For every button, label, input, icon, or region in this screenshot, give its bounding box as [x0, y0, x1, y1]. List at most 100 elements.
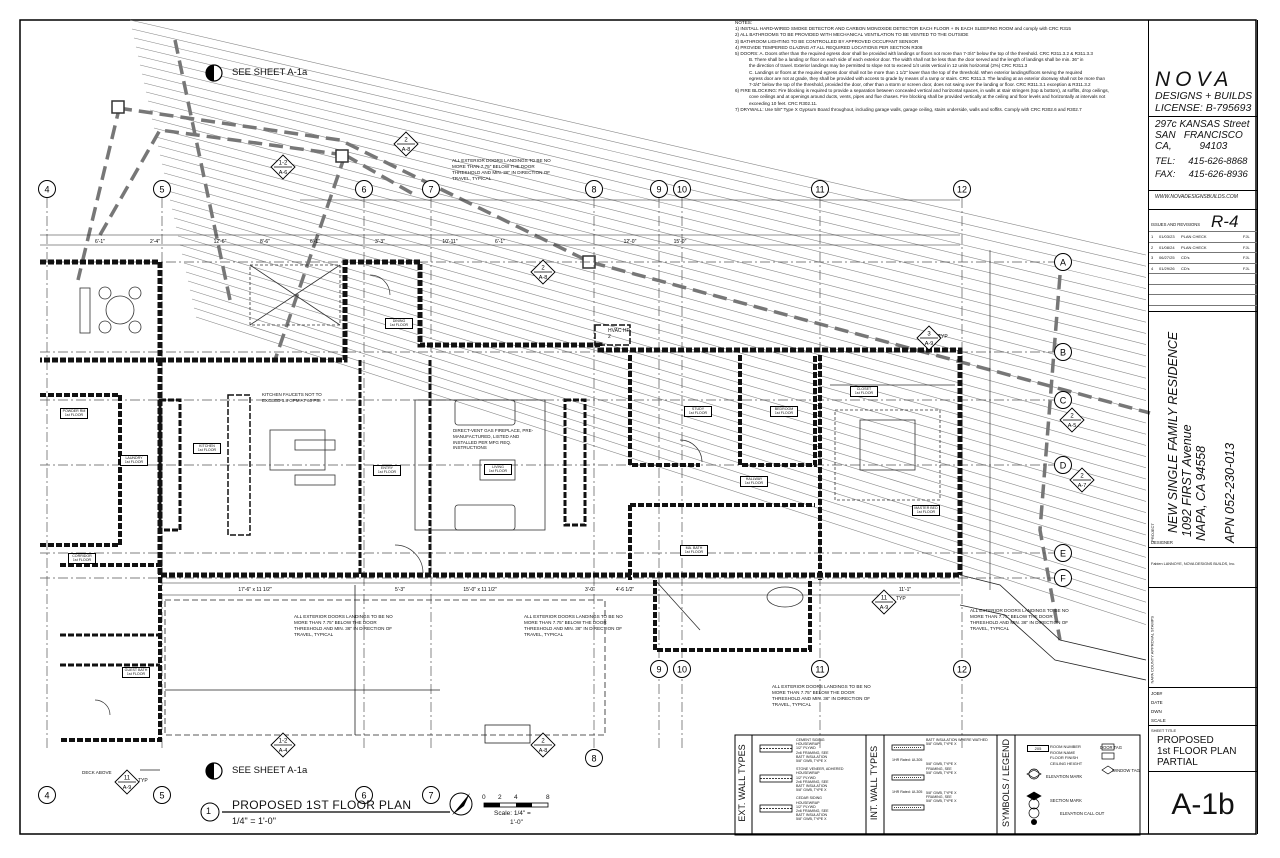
section-marker[interactable]: 2A-8: [393, 131, 419, 157]
landing-note-3: ALL EXTERIOR DOORS LANDINGS TO BE NO MOR…: [524, 614, 623, 637]
sheet-title-line-1: PROPOSED: [1157, 735, 1214, 746]
room-name: CLOSET: [856, 387, 872, 391]
section-marker-sheet: A-9: [925, 341, 934, 347]
section-marker[interactable]: 1-2A-6: [270, 154, 296, 180]
dimension-lines: [40, 199, 991, 596]
hvac-label: HVAC HP 2: [608, 328, 630, 340]
job-label: JOB#: [1151, 691, 1163, 696]
dimension-label: 6'-1": [495, 239, 505, 245]
section-marker[interactable]: 11A-9: [871, 589, 897, 615]
building-walls: [40, 259, 963, 742]
section-marker[interactable]: 2A-8: [530, 732, 556, 758]
revision-description: PLAN CHECK: [1181, 234, 1207, 239]
revision-row: [1149, 283, 1257, 295]
faucet-note: KITCHEN FAUCETS NOT TO EXCEED 1.8 GPM AT…: [262, 392, 322, 403]
sheet-title-label: SHEET TITLE: [1151, 728, 1177, 733]
see-sheet-top-label[interactable]: SEE SHEET A-1a: [232, 67, 308, 78]
grid-bubble-top-6: 6: [355, 180, 373, 198]
section-marker[interactable]: 3A-9: [916, 325, 942, 351]
designer-block: DESIGNER Fabien LANNOYE, NOVA DESIGNS BU…: [1149, 540, 1257, 588]
note-line: exceeding 10 feet. CRC R302.11.: [749, 100, 818, 106]
note-line: 7-3/4" below the top of the threshold, p…: [749, 82, 1091, 88]
see-sheet-bottom-label[interactable]: SEE SHEET A-1a: [232, 765, 308, 776]
landing-note-4: ALL EXTERIOR DOORS LANDINGS TO BE NO MOR…: [772, 684, 871, 707]
note-line: the direction of travel. Exterior landin…: [749, 63, 1028, 69]
company-website[interactable]: WWW.NOVADESIGNSBUILDS.COM: [1155, 194, 1238, 200]
revision-date: 01/29/26: [1159, 265, 1175, 271]
grid-bubble-label: 12: [957, 185, 967, 195]
grid-bubble-bottom-7: 7: [422, 786, 440, 804]
dimension-label: 5'-3": [395, 587, 405, 593]
landing-note-1: ALL EXTERIOR DOORS LANDINGS TO BE NO MOR…: [452, 158, 551, 181]
sheet-border: [19, 19, 1257, 835]
legend-window-tag: WINDOW TAG: [1112, 768, 1140, 773]
grid-bubble-label: 9: [656, 185, 661, 195]
legend-room-line: CEILING HEIGHT: [1050, 760, 1083, 766]
section-marker-number: 2: [541, 266, 545, 272]
grid-bubble-label: 11: [815, 665, 824, 675]
legend-frames: [734, 734, 1141, 836]
grid-bubble-bottom-4: 4: [38, 786, 56, 804]
revision-by: FJL: [1243, 234, 1250, 239]
address-line-1: 297c KANSAS Street: [1155, 119, 1250, 130]
note-line: C. Landings or floors at the required eg…: [749, 69, 1083, 75]
designer-name: Fabien LANNOYE, NOVA DESIGNS BUILDS, Inc…: [1151, 562, 1236, 566]
designer-label: DESIGNER: [1151, 540, 1173, 545]
revision-date: 01/03/23: [1159, 234, 1175, 239]
room-name: ENTRY: [380, 466, 394, 470]
grid-bubble-label: D: [1060, 461, 1067, 471]
job-info-block: JOB# DATE DWN SCALE: [1149, 688, 1257, 726]
grid-bubble-right-D: D: [1054, 456, 1072, 474]
section-markers: 2A-81-2A-62A-83A-92A-52A-711A-91-2A-42A-…: [114, 131, 1095, 795]
company-block: NOVA DESIGNS + BUILDS LICENSE: B-795693 …: [1149, 20, 1257, 210]
project-apn: APN 052-230-013: [1223, 442, 1237, 543]
legend-symbols-title: SYMBOLS / LEGEND: [1001, 738, 1011, 828]
section-marker-sheet: A-6: [279, 170, 288, 176]
room-name: DINING: [392, 319, 406, 323]
section-marker[interactable]: 11A-9: [114, 769, 140, 795]
section-marker[interactable]: 2A-5: [1059, 407, 1085, 433]
grid-bubble-label: A: [1060, 258, 1066, 268]
note-line: 5) DOORS: A. Doors other than the requir…: [735, 51, 1093, 57]
section-marker-number: 11: [881, 596, 888, 602]
address-line-2: SAN FRANCISCO: [1155, 130, 1243, 141]
section-marker[interactable]: 2A-8: [530, 259, 556, 285]
revision-by: FJL: [1243, 244, 1250, 250]
grid-bubble-label: E: [1060, 549, 1066, 559]
revision-row: [1149, 294, 1257, 305]
section-marker[interactable]: 1-2A-4: [270, 732, 296, 758]
plan-title-text: PROPOSED 1ST FLOOR PLAN: [232, 798, 412, 812]
section-marker[interactable]: 2A-7: [1069, 467, 1095, 493]
title-block: NOVA DESIGNS + BUILDS LICENSE: B-795693 …: [1148, 20, 1258, 834]
dimension-labels-bottom: 17'-6" x 11 1/2"5'-3"15'-0" x 11 1/2"3'-…: [238, 587, 911, 593]
legend-ext-line: 2x6 FRAMING, SEE: [796, 750, 829, 755]
section-marker-number: 3: [927, 332, 931, 338]
legend-ext-line: HOUSEWRAP: [796, 800, 820, 805]
legend-int-line: 5/8" GWB, TYPE X: [926, 799, 957, 804]
section-marker-number: 2: [1080, 474, 1084, 480]
room-name: MA. BATH: [685, 546, 703, 550]
phone-number: TEL: 415-626-8868: [1155, 156, 1248, 167]
match-line-marker-top: [205, 64, 223, 82]
